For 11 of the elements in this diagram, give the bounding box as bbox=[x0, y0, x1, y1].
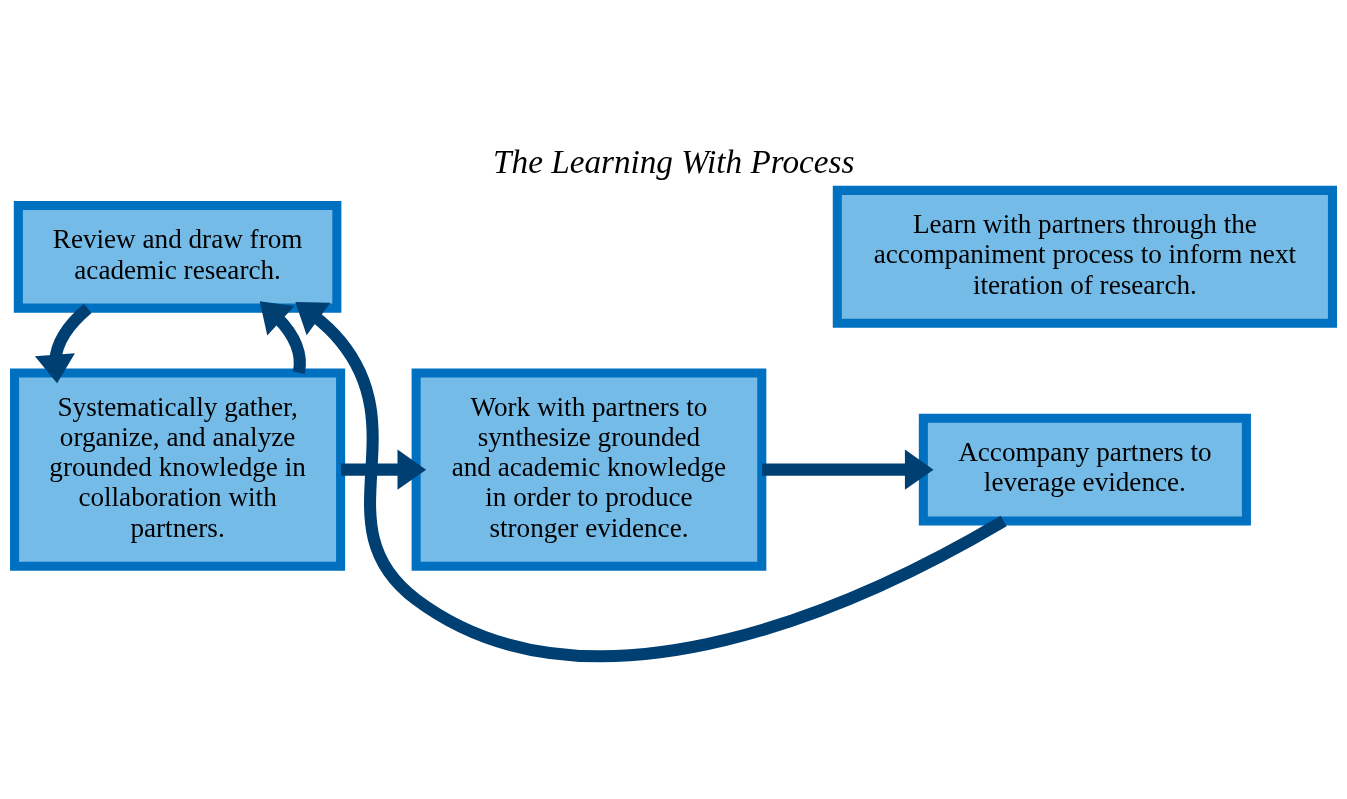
arrow bbox=[259, 301, 306, 374]
arrow bbox=[295, 302, 1007, 662]
arrow bbox=[34, 303, 92, 384]
node-box: Work with partners to synthesize grounded and academic knowledge in order to produce stronger evidence. bbox=[411, 368, 767, 571]
arrow bbox=[341, 449, 427, 490]
node-box: Learn with partners through the accompaniment process to inform next iteration of research. bbox=[832, 185, 1337, 328]
node-box: Review and draw from academic research. bbox=[13, 200, 342, 313]
arrow bbox=[762, 449, 934, 490]
diagram-title: The Learning With Process bbox=[493, 143, 855, 181]
node-box: Systematically gather, organize, and analyze grounded knowledge in collaboration with partners. bbox=[10, 368, 346, 571]
node-box: Accompany partners to leverage evidence. bbox=[918, 413, 1251, 526]
